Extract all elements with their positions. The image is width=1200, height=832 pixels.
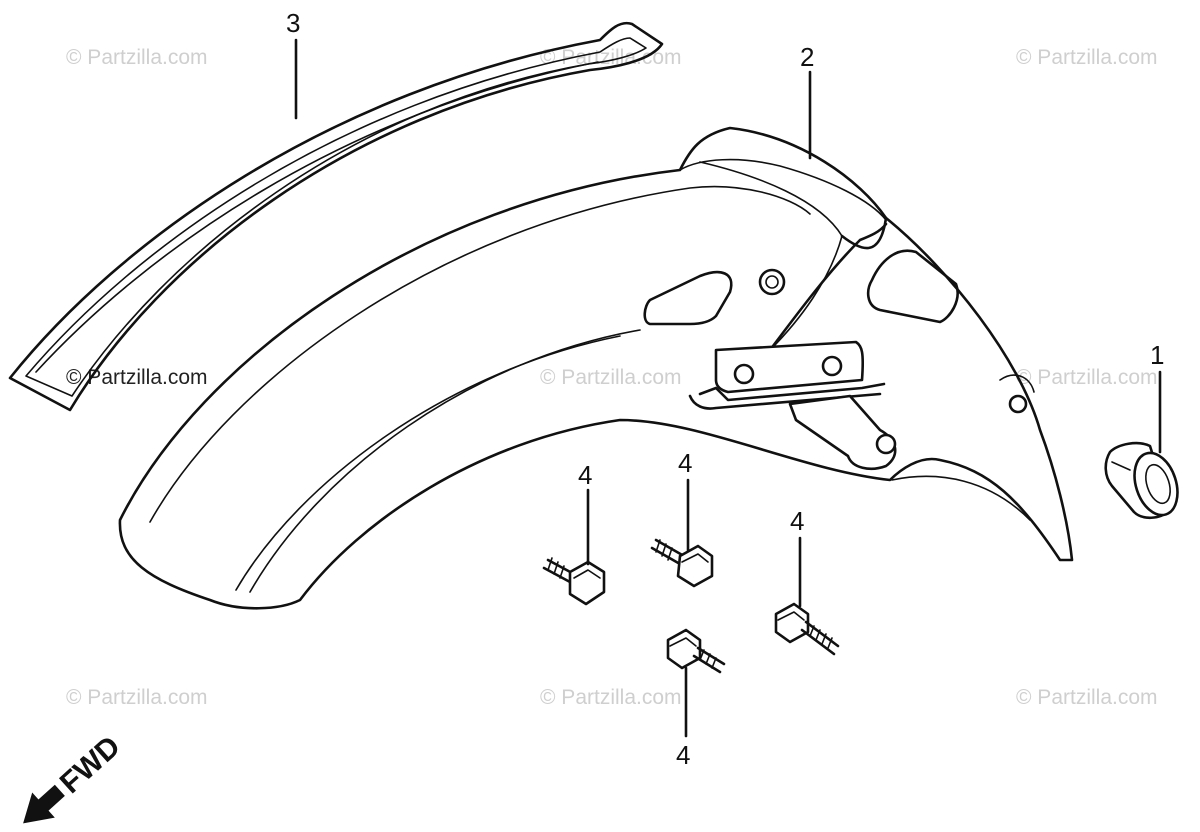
part-1-grommet[interactable] bbox=[1104, 441, 1185, 521]
callout-4-a: 4 bbox=[578, 460, 592, 490]
part-3-stripe[interactable] bbox=[8, 21, 664, 412]
part-4-bolt-c[interactable] bbox=[774, 602, 840, 656]
part-4-bolt-d[interactable] bbox=[666, 628, 726, 674]
callout-3: 3 bbox=[286, 8, 300, 38]
watermark-bottom-right: © Partzilla.com bbox=[1016, 686, 1158, 709]
watermarks: © Partzilla.com © Partzilla.com © Partzi… bbox=[66, 46, 1158, 709]
callout-4-d: 4 bbox=[676, 740, 690, 770]
leader-lines bbox=[294, 38, 1162, 738]
watermark-top-right: © Partzilla.com bbox=[1016, 46, 1158, 69]
watermark-mid-center: © Partzilla.com bbox=[540, 366, 682, 389]
part-4-bolt-b[interactable] bbox=[650, 538, 714, 588]
callout-numbers: 3 2 1 4 4 4 4 bbox=[286, 8, 1164, 770]
watermark-mid-left: © Partzilla.com bbox=[66, 366, 208, 389]
callout-2: 2 bbox=[800, 42, 814, 72]
callout-4-c: 4 bbox=[790, 506, 804, 536]
watermark-bottom-center: © Partzilla.com bbox=[540, 686, 682, 709]
callout-1: 1 bbox=[1150, 340, 1164, 370]
part-2-fender[interactable] bbox=[118, 126, 1074, 610]
callout-4-b: 4 bbox=[678, 448, 692, 478]
part-4-bolt-a[interactable] bbox=[542, 557, 606, 606]
watermark-top-left: © Partzilla.com bbox=[66, 46, 208, 69]
watermark-bottom-left: © Partzilla.com bbox=[66, 686, 208, 709]
fwd-direction-marker: FWD bbox=[23, 730, 127, 824]
fwd-arrow-icon bbox=[23, 784, 65, 824]
fwd-label: FWD bbox=[54, 730, 127, 800]
watermark-top-center: © Partzilla.com bbox=[540, 46, 682, 69]
watermark-mid-right: © Partzilla.com bbox=[1016, 366, 1158, 389]
